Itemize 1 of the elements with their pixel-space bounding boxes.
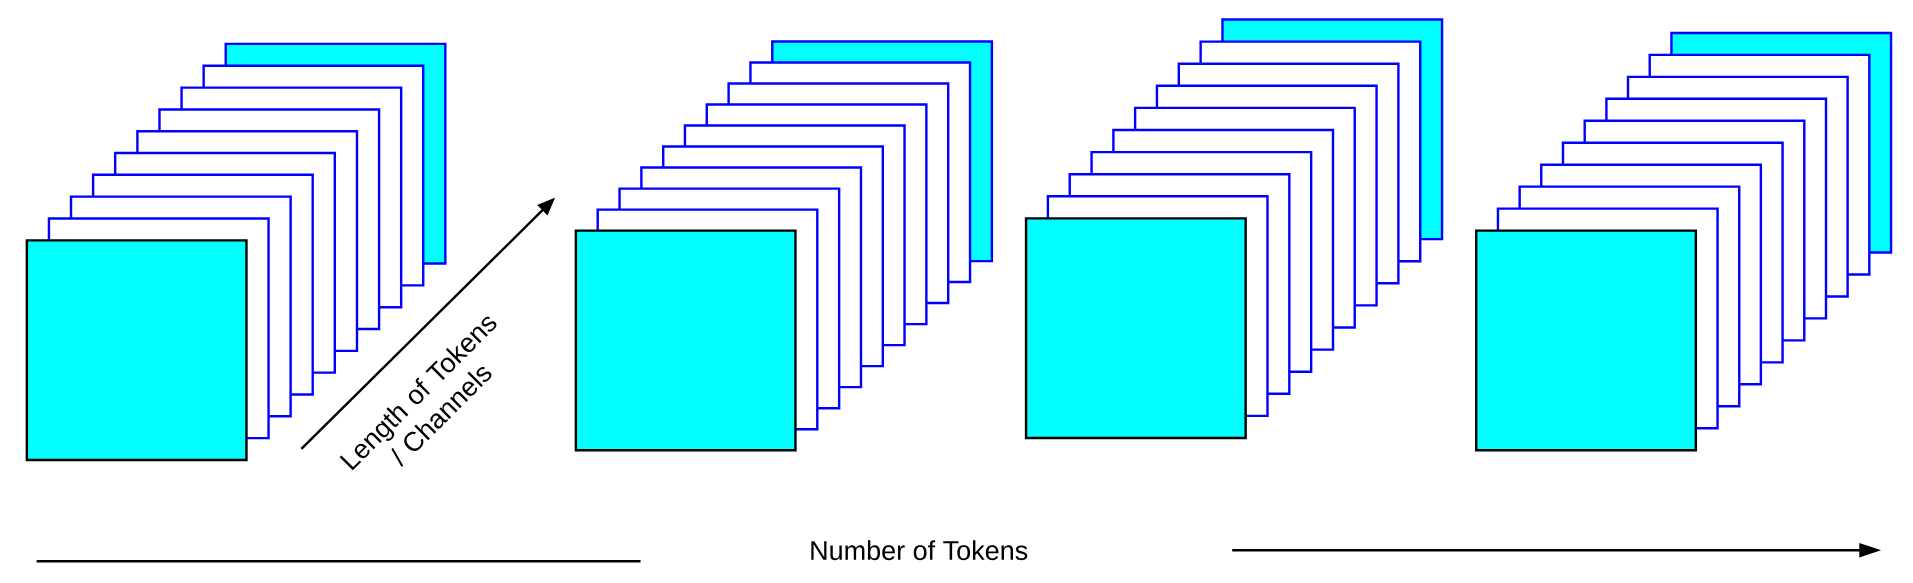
axis-label: Number of Tokens bbox=[811, 540, 1028, 561]
